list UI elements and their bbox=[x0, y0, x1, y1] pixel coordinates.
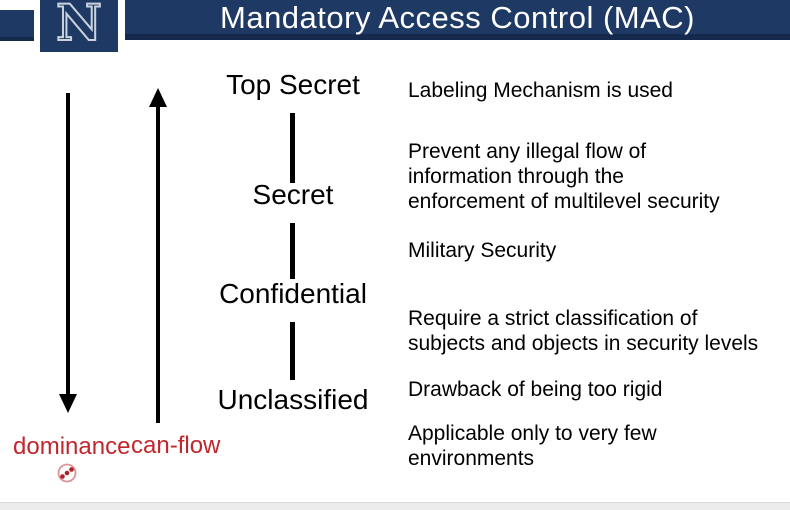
level-confidential: Confidential bbox=[219, 278, 367, 309]
slide-title: Mandatory Access Control (MAC) bbox=[220, 0, 695, 35]
university-logo: N bbox=[40, 0, 118, 52]
level-secret: Secret bbox=[252, 179, 334, 210]
can-flow-arrow-line bbox=[156, 106, 160, 423]
header-left-strip bbox=[0, 10, 34, 41]
note-strict-classification: Require a strict classification of subje… bbox=[408, 307, 759, 355]
nevada-n-logo-icon: N bbox=[55, 0, 103, 52]
arrow-down-icon bbox=[59, 394, 77, 413]
dominance-arrow-line bbox=[66, 93, 70, 394]
hierarchy-connector bbox=[290, 223, 295, 279]
note-applicable-few: Applicable only to very few environments bbox=[408, 422, 657, 470]
level-top-secret: Top Secret bbox=[226, 69, 360, 100]
note-labeling-mechanism: Labeling Mechanism is used bbox=[408, 79, 673, 102]
dominance-label: dominance bbox=[13, 433, 131, 460]
hierarchy-connector bbox=[290, 113, 295, 183]
title-bar: Mandatory Access Control (MAC) bbox=[125, 0, 790, 40]
level-unclassified: Unclassified bbox=[217, 384, 369, 415]
note-drawback-rigid: Drawback of being too rigid bbox=[408, 378, 663, 401]
hierarchy-connector bbox=[290, 322, 295, 380]
note-military-security: Military Security bbox=[408, 239, 557, 262]
note-prevent-illegal-flow: Prevent any illegal flow of information … bbox=[408, 140, 720, 213]
arrow-up-icon bbox=[149, 88, 167, 107]
red-dots-disc-icon bbox=[57, 463, 77, 488]
can-flow-label: can-flow bbox=[131, 432, 221, 459]
footer-strip bbox=[0, 502, 790, 510]
